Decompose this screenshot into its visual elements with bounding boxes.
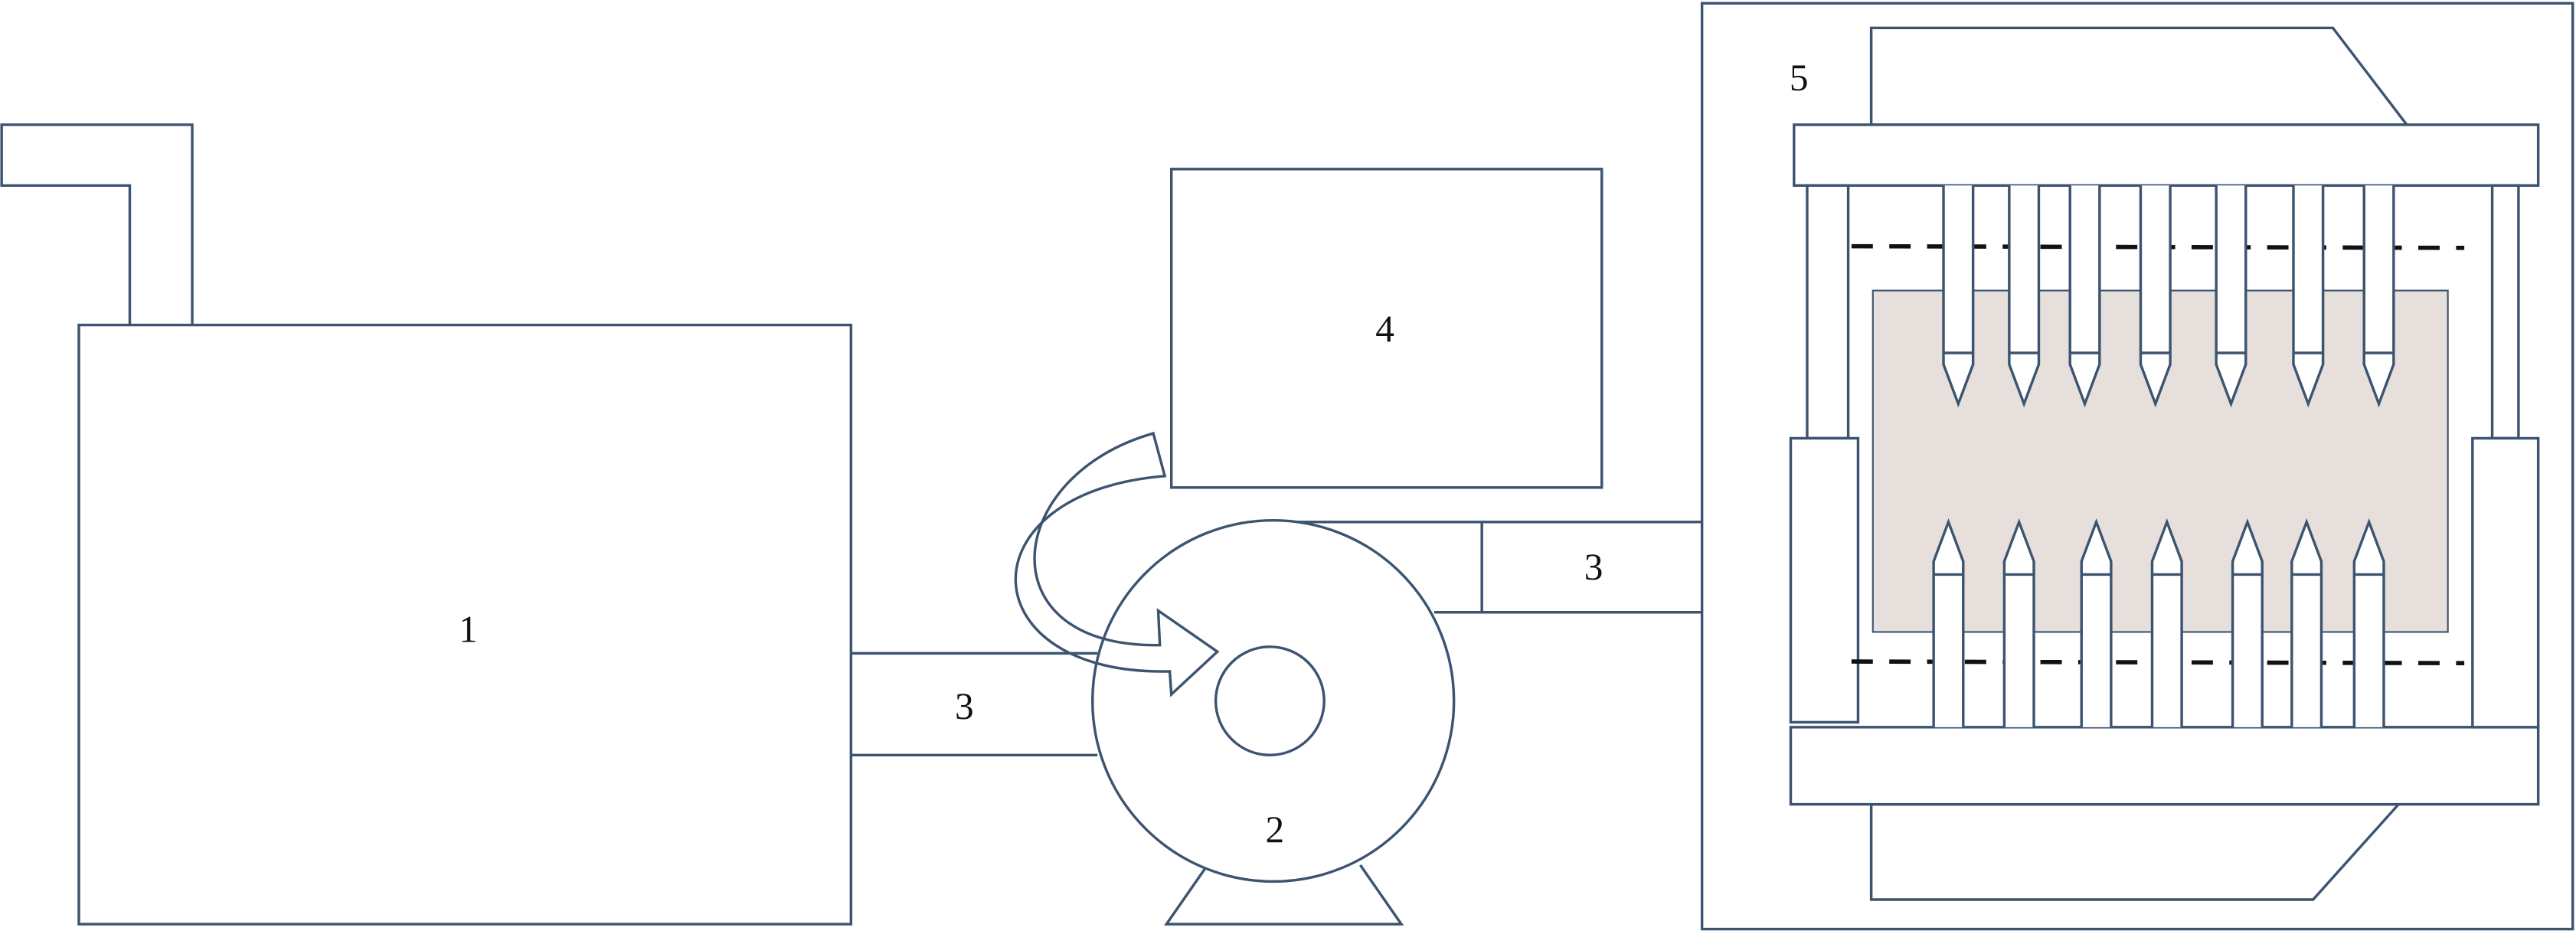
label-pump: 2: [1266, 808, 1285, 851]
upper-pin: [2008, 185, 2041, 408]
upper-pin: [1942, 185, 1975, 408]
pump-shaft: [1214, 645, 1326, 757]
tank: [77, 323, 853, 926]
label-pipe-left: 3: [955, 685, 974, 727]
pump-base: [1163, 864, 1404, 926]
upper-plate: [1793, 123, 2540, 187]
lower-pin: [1932, 518, 1965, 727]
pipe-left: [851, 652, 1098, 757]
lower-plate: [1789, 726, 2540, 806]
upper-pins: [1942, 185, 2395, 408]
lower-pin: [2290, 518, 2323, 727]
lower-pin: [2150, 518, 2183, 727]
lower-pin: [2352, 518, 2385, 727]
controller-box: [1169, 168, 1603, 489]
label-controller: 4: [1375, 308, 1394, 350]
upper-pin: [2362, 185, 2395, 408]
lower-pin: [2002, 518, 2035, 727]
upper-pin: [2139, 185, 2172, 408]
left-guide-post: [1806, 184, 1850, 440]
flow-arrow-icon: [1014, 431, 1220, 697]
upper-pin: [2292, 185, 2325, 408]
label-tank: 1: [459, 608, 478, 650]
upper-pin: [2068, 185, 2101, 408]
lower-die-holder: [1869, 802, 2402, 901]
pump-housing: [1090, 518, 1456, 883]
left-guide-bush: [1789, 436, 1860, 724]
label-pipe-right: 3: [1584, 546, 1603, 588]
right-guide-bush: [2471, 436, 2540, 729]
right-guide-post: [2490, 184, 2520, 440]
pipe-right: [1297, 521, 1702, 614]
upper-pin: [2215, 185, 2247, 408]
lower-pin: [2231, 518, 2264, 727]
lower-pin: [2080, 518, 2113, 727]
chimney: [0, 123, 194, 325]
label-mold-press: 5: [1790, 57, 1809, 99]
lower-pins: [1932, 518, 2385, 727]
upper-die-holder: [1869, 26, 2410, 126]
